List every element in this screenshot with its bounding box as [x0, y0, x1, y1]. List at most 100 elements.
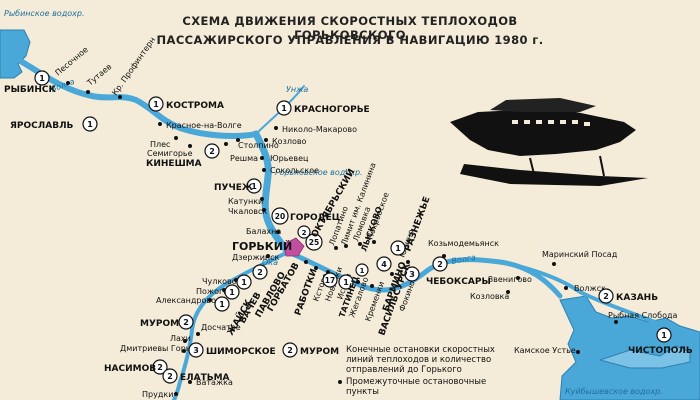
terminal-raznezhye: 1 РАЗНЕЖЬЕ [390, 195, 433, 256]
rybinsk-reservoir [0, 29, 31, 79]
stop-label: Звенигово [488, 275, 532, 284]
stop-label: Красное-на-Волге [166, 121, 242, 130]
stop-label: Ватажка [196, 378, 233, 387]
terminal-elatma: 2 ЕЛАТЬМА [162, 368, 230, 384]
terminal-count: 20 [275, 212, 285, 221]
terminal-count: 2 [209, 147, 215, 156]
terminal-count: 1 [281, 104, 287, 113]
hydrofoil-hull [450, 110, 636, 156]
stop-label: Юрьевец [270, 154, 309, 163]
terminal-name: ЯРОСЛАВЛЬ [10, 121, 74, 131]
stop-label: Катунки [228, 197, 263, 206]
stop-label: Прудки [142, 390, 173, 399]
terminal-count: 1 [251, 182, 257, 191]
terminal-count: 17 [325, 276, 335, 285]
water-bodies [0, 29, 700, 400]
kama-mouth [598, 345, 691, 369]
terminal-yaroslavl: 1 ЯРОСЛАВЛЬ [10, 116, 98, 132]
stop-dot [66, 81, 70, 85]
stop-label: Дмитриевы Горы [120, 344, 192, 353]
stop-dot [344, 244, 348, 248]
stop-label: Плес [150, 140, 170, 149]
legend-terminal-text-1: Конечные остановки скоростных [346, 345, 495, 355]
stop-label: Чулково [202, 277, 237, 286]
legend-badge-count: 2 [287, 346, 293, 355]
terminal-name: ЕЛАТЬМА [180, 373, 230, 383]
stop-dot [188, 144, 192, 148]
terminal-name: КИНЕШМА [146, 159, 202, 169]
terminal-count: 1 [219, 300, 225, 309]
terminal-krasnogorye: 1 КРАСНОГОРЬЕ [276, 100, 370, 116]
stop-dot [406, 260, 410, 264]
label-kuibyshev-reservoir: Куйбышевское водохр. [565, 387, 663, 396]
terminal-count: 1 [153, 100, 159, 109]
terminal-name: КОСТРОМА [166, 101, 224, 111]
hydrofoil-wake [460, 164, 648, 186]
stop-label: Рыбная Слобода [608, 311, 678, 320]
stop-label: Маринский Посад [542, 250, 618, 259]
stop-dot [372, 240, 376, 244]
terminal-count: 1 [360, 267, 365, 275]
stop-label: Досчатое [201, 323, 241, 332]
terminal-count: 2 [302, 229, 307, 237]
stop-dot [262, 208, 266, 212]
kuibyshev-reservoir [559, 295, 700, 400]
stop-dot [356, 280, 360, 284]
terminal-count: 1 [39, 74, 45, 83]
hydrofoil-illustration [450, 98, 648, 186]
stop-dot [370, 284, 374, 288]
stop-label: Сокольское [270, 166, 319, 175]
terminal-chistopol: 1 ЧИСТОПОЛЬ [628, 327, 693, 356]
legend-stop-text-2: пункты [346, 387, 379, 397]
stop-label: Балахна [246, 227, 281, 236]
terminal-murom: 2 МУРОМ [140, 314, 194, 330]
gorky-city-marker [283, 237, 305, 257]
stop-dot [358, 242, 362, 246]
stop-label: Пожога [196, 287, 228, 296]
stop-dot [158, 122, 162, 126]
legend-stop-dot [338, 380, 342, 384]
stop-label: Козловка [470, 292, 509, 301]
terminal-count: 2 [183, 318, 189, 327]
terminal-count: 2 [157, 363, 163, 372]
stop-label: Тутаев [85, 62, 114, 88]
stop-dot [196, 332, 200, 336]
terminal-kineshma: 2 КИНЕШМА [146, 143, 220, 169]
stop-dot [506, 290, 510, 294]
terminal-gorky: 25 ГОРЬКИЙ [232, 233, 323, 253]
stop-label: Семигорье [147, 149, 193, 158]
hydrofoil-cabin [490, 98, 596, 112]
terminal-count: 3 [193, 346, 199, 355]
map-title-line1: СХЕМА ДВИЖЕНИЯ СКОРОСТНЫХ ТЕПЛОХОДОВ ГОР… [182, 14, 518, 42]
stop-dot [174, 136, 178, 140]
stop-dot [183, 339, 187, 343]
stop-label: Песочное [54, 45, 90, 78]
terminal-count: 2 [603, 292, 609, 301]
legend-terminal-text-2: линий теплоходов и количество [346, 355, 491, 365]
terminal-nasimov: 2 НАСИМОВ [104, 359, 168, 375]
stop-dot [118, 95, 122, 99]
legend-stop-text-1: Промежуточные остановочные [346, 377, 486, 387]
stop-label: Камское Устье [514, 346, 576, 355]
terminal-count: 1 [87, 120, 93, 129]
stop-dot [314, 266, 318, 270]
label-rybinsk-reservoir: Рыбинское водохр. [4, 9, 84, 18]
terminal-kostroma: 1 КОСТРОМА [148, 96, 224, 112]
stop-dot [564, 286, 568, 290]
stop-label: Волжск [574, 284, 606, 293]
stop-label: Козлово [272, 137, 307, 146]
stop-dot [224, 142, 228, 146]
terminal-name: ЧЕБОКСАРЫ [426, 277, 491, 287]
terminal-shimorskoye: 3 ШИМОРСКОЕ [188, 342, 276, 358]
terminal-count: 2 [257, 268, 263, 277]
terminal-count: 4 [381, 260, 387, 269]
stop-label: Решма [230, 154, 258, 163]
oka-river [172, 250, 290, 400]
terminal-count: 3 [409, 270, 415, 279]
terminal-count: 1 [343, 278, 349, 287]
map-title-line2: ПАССАЖИРСКОГО УПРАВЛЕНИЯ В НАВИГАЦИЮ 198… [156, 33, 544, 47]
stop-dot [334, 246, 338, 250]
terminal-name: РЫБИНСК [4, 85, 56, 95]
label-volga-east: Волга [451, 253, 477, 266]
legend-terminal-sample: 2 МУРОМ [282, 342, 339, 358]
